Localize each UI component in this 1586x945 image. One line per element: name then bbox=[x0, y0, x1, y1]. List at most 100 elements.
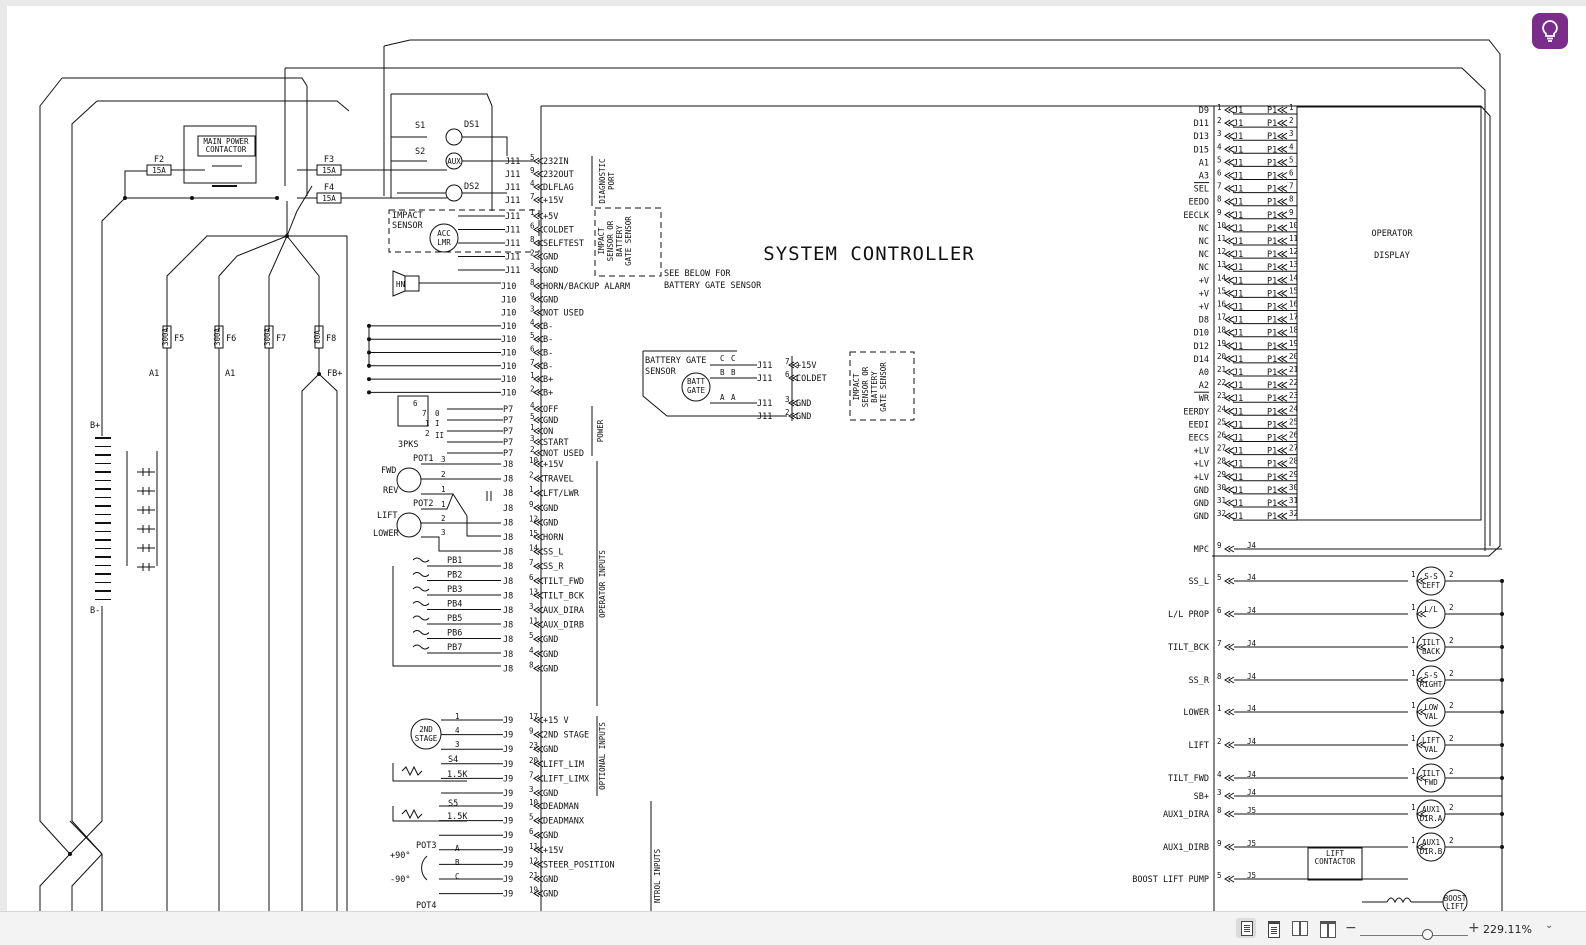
connector-arrow bbox=[1416, 843, 1423, 851]
pin-number: 3 bbox=[785, 395, 790, 404]
display-conn: J1 bbox=[1233, 145, 1243, 155]
connector-arrow bbox=[1281, 355, 1288, 363]
pin-number: 20 bbox=[529, 756, 539, 765]
output-conn: J4 bbox=[1247, 704, 1257, 713]
connector-arrow bbox=[1277, 289, 1284, 297]
fuse-label: F4 bbox=[324, 183, 334, 193]
display-pin-signal: D12 bbox=[1194, 342, 1209, 352]
pot-dir-label: FWD bbox=[381, 466, 396, 476]
zoom-out-button[interactable]: − bbox=[1345, 920, 1357, 936]
pot-label: POT2 bbox=[413, 499, 433, 509]
connector-arrow bbox=[537, 183, 544, 191]
print-layout-icon[interactable] bbox=[1236, 918, 1256, 938]
output-device-pin: 2 bbox=[1449, 767, 1454, 776]
operator-display-label: DISPLAY bbox=[1374, 251, 1410, 261]
pin-number: 4 bbox=[530, 318, 535, 327]
connector-arrow bbox=[537, 817, 544, 825]
fuse-rating: 300A bbox=[263, 327, 272, 346]
connector-arrow bbox=[1416, 610, 1423, 618]
display-conn: P1 bbox=[1267, 473, 1277, 483]
connector-label: J10 bbox=[501, 375, 516, 385]
display-conn: P1 bbox=[1267, 394, 1277, 404]
group-label: POWER bbox=[596, 419, 605, 442]
zoom-slider[interactable] bbox=[1360, 935, 1468, 936]
connector-arrow bbox=[1281, 211, 1288, 219]
main-contactor-label: MAIN POWER bbox=[203, 137, 249, 146]
connector-arrow bbox=[1277, 447, 1284, 455]
s4-resistor bbox=[401, 765, 423, 777]
pin-number: 8 bbox=[529, 660, 534, 669]
pin-signal: OFF bbox=[543, 405, 558, 415]
zoom-in-button[interactable]: + bbox=[1468, 920, 1480, 936]
focus-mode-icon[interactable] bbox=[1317, 918, 1337, 938]
connector-arrow bbox=[1281, 263, 1288, 271]
connector-arrow bbox=[537, 170, 544, 178]
pin-signal: DLFLAG bbox=[543, 183, 574, 193]
read-mode-icon[interactable] bbox=[1290, 918, 1310, 938]
wire bbox=[301, 373, 320, 911]
display-conn: P1 bbox=[1267, 119, 1277, 129]
display-pin-number: 15 bbox=[1289, 286, 1298, 295]
pin-number: 2 bbox=[530, 249, 535, 258]
connector-arrow bbox=[533, 731, 540, 739]
output-device-pin: 2 bbox=[1449, 636, 1454, 645]
connector-arrow bbox=[1228, 741, 1235, 749]
battgate-device bbox=[681, 372, 711, 402]
output-device-label: FWD bbox=[1424, 778, 1438, 787]
pin-signal: GND bbox=[543, 266, 558, 276]
acc-label: ACC bbox=[437, 229, 451, 238]
web-layout-icon[interactable] bbox=[1263, 918, 1283, 938]
pin-signal: START bbox=[543, 438, 569, 448]
pin-signal: LFT/LWR bbox=[543, 489, 580, 499]
display-pin-number: 12 bbox=[1217, 247, 1226, 256]
output-pin: 5 bbox=[1217, 573, 1222, 582]
display-conn: J1 bbox=[1233, 316, 1243, 326]
display-pin-number: 22 bbox=[1289, 378, 1298, 387]
pin-signal: SELFTEST bbox=[543, 239, 584, 249]
display-pin-signal: +LV bbox=[1194, 460, 1209, 470]
display-conn: P1 bbox=[1267, 434, 1277, 444]
pin-signal: GND bbox=[543, 253, 558, 263]
keyswitch-label: 3PKS bbox=[398, 440, 418, 450]
zoom-level[interactable]: 229.11% bbox=[1483, 923, 1532, 936]
connector-arrow bbox=[1228, 263, 1235, 271]
connector-arrow bbox=[533, 577, 540, 585]
display-conn: P1 bbox=[1267, 420, 1277, 430]
pin-number: 5 bbox=[529, 631, 534, 640]
display-pin-number: 13 bbox=[1289, 260, 1298, 269]
zoom-dropdown-icon[interactable]: ⌄ bbox=[1545, 920, 1554, 931]
zoom-slider-thumb[interactable] bbox=[1422, 929, 1433, 940]
connector-arrow bbox=[1228, 237, 1235, 245]
connector-arrow bbox=[533, 562, 540, 570]
connector-label: J10 bbox=[501, 322, 516, 332]
connector-arrow bbox=[1281, 172, 1288, 179]
display-pin-number: 12 bbox=[1289, 247, 1298, 256]
display-pin-signal: +V bbox=[1199, 276, 1209, 286]
connector-arrow bbox=[792, 399, 799, 407]
connector-arrow bbox=[1281, 198, 1288, 206]
pin-number: 10 bbox=[529, 456, 539, 465]
display-pin-signal: NC bbox=[1199, 250, 1209, 260]
connector-arrow bbox=[1420, 676, 1427, 684]
connector-arrow bbox=[533, 309, 540, 317]
connector-arrow bbox=[1228, 289, 1235, 297]
harness bbox=[383, 39, 411, 47]
output-pin: 9 bbox=[1217, 541, 1222, 550]
output-signal: BOOST LIFT PUMP bbox=[1132, 875, 1209, 885]
connector-label: J8 bbox=[503, 475, 513, 485]
connector-label: J8 bbox=[503, 489, 513, 499]
output-pin: 2 bbox=[1217, 737, 1222, 746]
connector-arrow bbox=[1228, 368, 1235, 376]
pin-signal: B+ bbox=[543, 388, 553, 398]
display-conn: J1 bbox=[1233, 473, 1243, 483]
connector-label: J9 bbox=[503, 716, 513, 726]
display-conn: P1 bbox=[1267, 132, 1277, 142]
connector-arrow bbox=[533, 253, 540, 260]
connector-arrow bbox=[537, 789, 544, 797]
assistant-button[interactable] bbox=[1532, 13, 1568, 49]
connector-arrow bbox=[1228, 224, 1235, 232]
pin-signal: TILT_BCK bbox=[543, 591, 585, 601]
connector-arrow bbox=[1277, 394, 1284, 402]
display-pin-number: 23 bbox=[1217, 391, 1226, 400]
connector-arrow bbox=[1224, 355, 1231, 363]
